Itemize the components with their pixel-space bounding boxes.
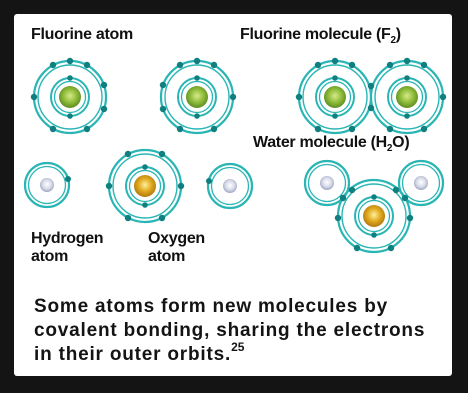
- fluorine-nucleus: [186, 86, 208, 108]
- hydrogen-nucleus: [223, 179, 237, 193]
- f2-atom-right: [369, 57, 447, 135]
- label-fluorine-atom: Fluorine atom: [31, 26, 133, 43]
- water-hydrogen-right: [397, 159, 445, 207]
- f2-atom-left: [295, 57, 373, 135]
- water-shared-electrons: [339, 186, 409, 202]
- water-oxygen: [334, 178, 414, 254]
- hydrogen-nucleus: [40, 178, 54, 192]
- fluorine-atom-right: [159, 57, 237, 135]
- fluorine-atom-left: [30, 57, 108, 135]
- fluorine-nucleus: [59, 86, 81, 108]
- caption: Some atoms form new molecules by covalen…: [34, 296, 426, 365]
- hydrogen-atom: [206, 162, 254, 210]
- f2-shared-electrons: [367, 82, 375, 112]
- label-hydrogen-atom: Hydrogen atom: [31, 230, 104, 265]
- fluorine-nucleus: [324, 86, 346, 108]
- water-molecule: [303, 159, 445, 254]
- water-hydrogen-left: [303, 159, 351, 207]
- oxygen-nucleus: [363, 205, 385, 227]
- label-water-molecule: Water molecule (H2O): [253, 134, 410, 155]
- label-oxygen-atom: Oxygen atom: [148, 230, 205, 265]
- label-fluorine-molecule: Fluorine molecule (F2): [240, 26, 401, 47]
- oxygen-nucleus: [134, 175, 156, 197]
- hydrogen-nucleus: [320, 176, 334, 190]
- hydrogen-atom: [23, 161, 71, 209]
- fluorine-nucleus: [396, 86, 418, 108]
- oxygen-atom: [105, 148, 185, 224]
- hydrogen-nucleus: [414, 176, 428, 190]
